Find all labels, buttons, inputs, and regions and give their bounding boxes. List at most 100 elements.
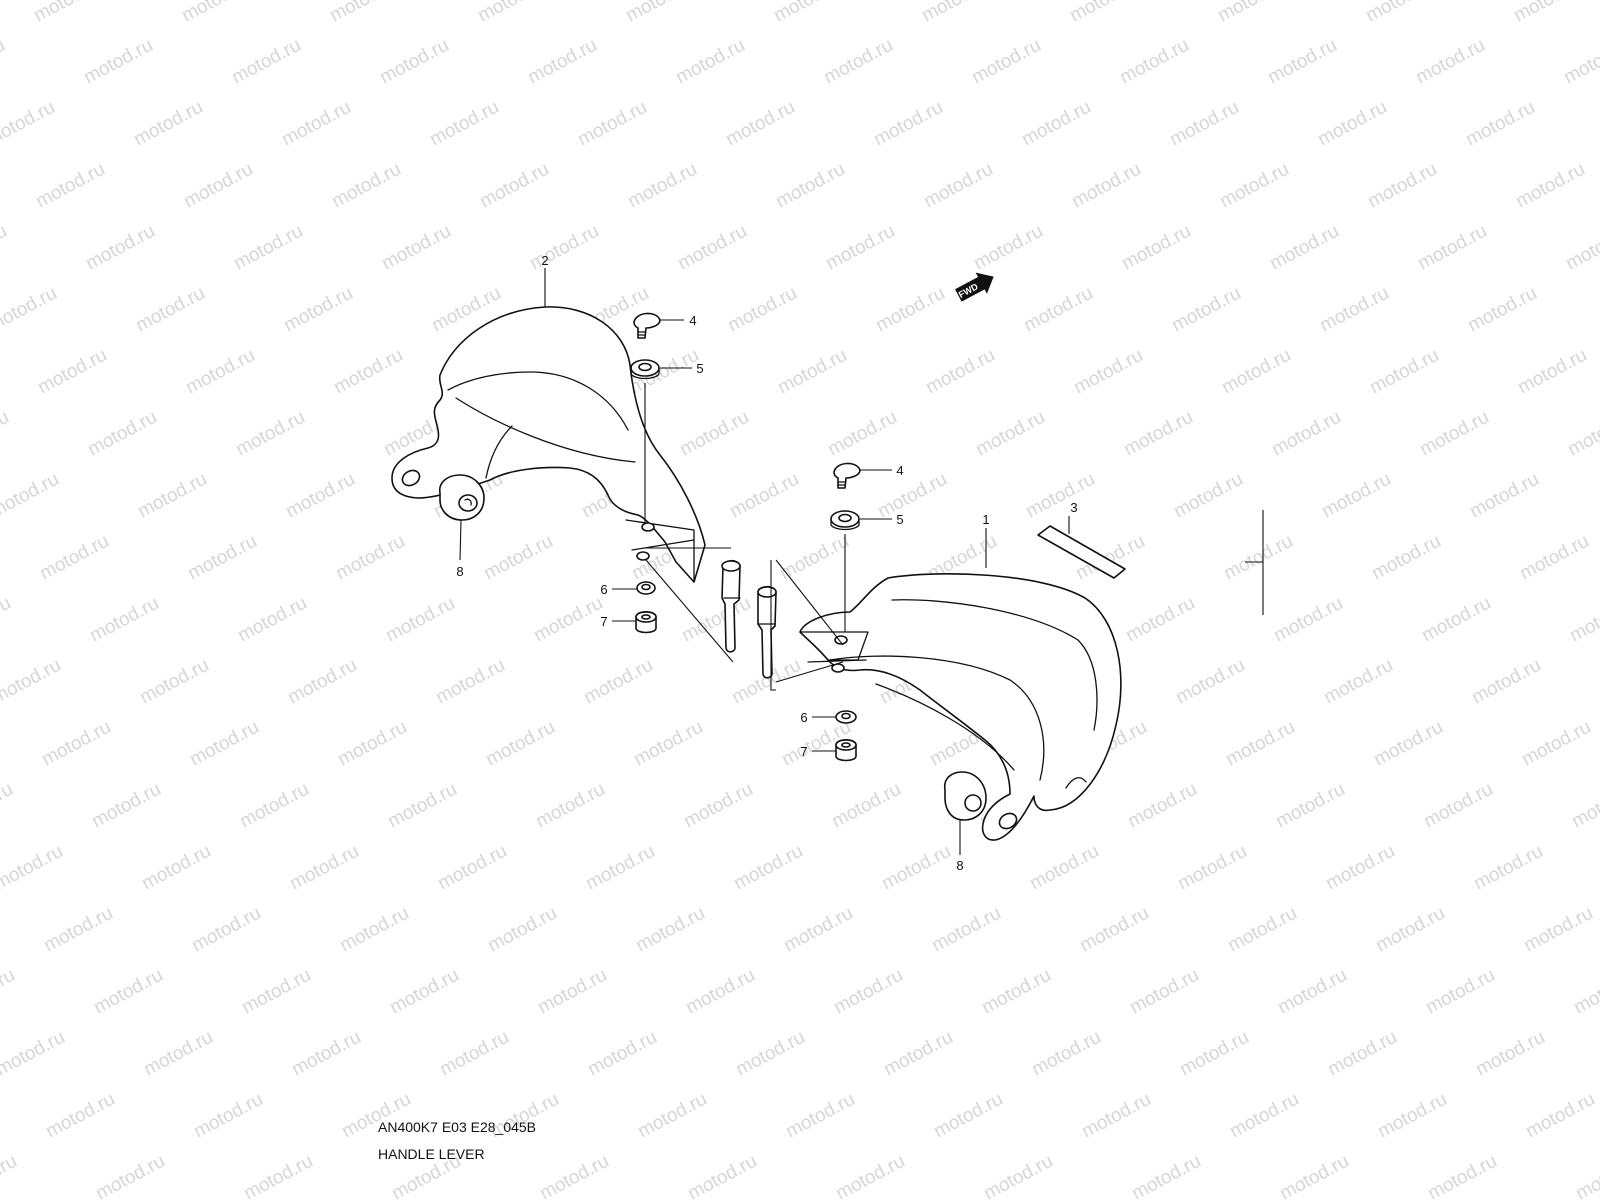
watermark-text: motod.ru: [928, 903, 1004, 957]
watermark-text: motod.ru: [970, 221, 1046, 275]
watermark-text: motod.ru: [0, 779, 17, 833]
watermark-text: motod.ru: [84, 407, 160, 461]
watermark-text: motod.ru: [0, 655, 65, 709]
watermark-text: motod.ru: [1066, 0, 1142, 26]
watermark-text: motod.ru: [132, 283, 208, 337]
watermark-text: motod.ru: [774, 345, 850, 399]
watermark-text: motod.ru: [870, 97, 946, 151]
watermark-text: motod.ru: [930, 1089, 1006, 1143]
watermark-text: motod.ru: [1420, 779, 1496, 833]
watermark-text: motod.ru: [1120, 407, 1196, 461]
watermark-text: motod.ru: [878, 841, 954, 895]
watermark-text: motod.ru: [1516, 531, 1592, 585]
watermark-text: motod.ru: [1124, 779, 1200, 833]
watermark-text: motod.ru: [0, 841, 67, 895]
watermark-text: motod.ru: [828, 779, 904, 833]
watermark-text: motod.ru: [1264, 35, 1340, 89]
watermark-text: motod.ru: [136, 655, 212, 709]
watermark-text: motod.ru: [234, 593, 310, 647]
nut-7-left: [635, 610, 657, 634]
watermark-text: motod.ru: [240, 1151, 316, 1200]
watermark-text: motod.ru: [1518, 717, 1594, 771]
watermark-text: motod.ru: [334, 717, 410, 771]
watermark-text: motod.ru: [782, 1089, 858, 1143]
watermark-text: motod.ru: [770, 0, 846, 26]
washer-lower: [830, 510, 860, 531]
diagram-code: AN400K7 E03 E28_045B: [378, 1119, 537, 1135]
watermark-text: motod.ru: [1018, 97, 1094, 151]
watermark-text: motod.ru: [184, 531, 260, 585]
watermark-text: motod.ru: [384, 779, 460, 833]
watermark-text: motod.ru: [1224, 903, 1300, 957]
watermark-text: motod.ru: [1568, 779, 1600, 833]
watermark-text: motod.ru: [1520, 903, 1596, 957]
watermark-text: motod.ru: [130, 97, 206, 151]
watermark-text: motod.ru: [82, 221, 158, 275]
watermark-text: motod.ru: [684, 1151, 760, 1200]
screw-lower: [833, 462, 861, 489]
watermark-text: motod.ru: [1462, 97, 1538, 151]
watermark-text: motod.ru: [674, 221, 750, 275]
watermark-text: motod.ru: [1374, 1089, 1450, 1143]
hand-guard-right: [799, 573, 1122, 841]
watermark-text: motod.ru: [336, 903, 412, 957]
watermark-text: motod.ru: [820, 35, 896, 89]
watermark-text: motod.ru: [582, 841, 658, 895]
watermark-text: motod.ru: [1076, 903, 1152, 957]
watermark-text: motod.ru: [1166, 97, 1242, 151]
watermark-text: motod.ru: [1220, 531, 1296, 585]
watermark-text: motod.ru: [1418, 593, 1494, 647]
watermark-text: motod.ru: [1564, 407, 1600, 461]
watermark-text: motod.ru: [1324, 1027, 1400, 1081]
watermark-text: motod.ru: [1226, 1089, 1302, 1143]
watermark-text: motod.ru: [1126, 965, 1202, 1019]
watermark-text: motod.ru: [1218, 345, 1294, 399]
watermark-text: motod.ru: [480, 531, 556, 585]
watermark-text: motod.ru: [30, 0, 106, 26]
watermark-text: motod.ru: [0, 407, 13, 461]
watermark-text: motod.ru: [1128, 1151, 1204, 1200]
watermark-text: motod.ru: [238, 965, 314, 1019]
watermark-text: motod.ru: [0, 221, 11, 275]
watermark-text: motod.ru: [1172, 655, 1248, 709]
watermark-text: motod.ru: [632, 903, 708, 957]
watermark-text: motod.ru: [180, 159, 256, 213]
callout-7-left: 7: [600, 614, 607, 629]
watermark-text: motod.ru: [1174, 841, 1250, 895]
watermark-text: motod.ru: [1078, 1089, 1154, 1143]
watermark-text: motod.ru: [1270, 593, 1346, 647]
callout-8-right: 8: [956, 858, 963, 873]
watermark-text: motod.ru: [378, 221, 454, 275]
watermark-text: motod.ru: [1512, 159, 1588, 213]
watermark-text: motod.ru: [574, 97, 650, 151]
watermark-text: motod.ru: [1070, 345, 1146, 399]
watermark-text: motod.ru: [1560, 35, 1600, 89]
watermark-text: motod.ru: [0, 965, 19, 1019]
watermark-text: motod.ru: [1020, 283, 1096, 337]
watermark-text: motod.ru: [532, 779, 608, 833]
watermark-text: motod.ru: [188, 903, 264, 957]
watermark-text: motod.ru: [772, 159, 848, 213]
watermark-text: motod.ru: [1368, 531, 1444, 585]
watermark-text: motod.ru: [1372, 903, 1448, 957]
watermark-text: motod.ru: [386, 965, 462, 1019]
watermark-text: motod.ru: [530, 593, 606, 647]
watermark-text: motod.ru: [1364, 159, 1440, 213]
watermark-text: motod.ru: [0, 469, 63, 523]
watermark-text: motod.ru: [630, 717, 706, 771]
watermark-text: motod.ru: [920, 159, 996, 213]
watermark-text: motod.ru: [1276, 1151, 1352, 1200]
watermark-text: motod.ru: [0, 1027, 69, 1081]
watermark-text: motod.ru: [190, 1089, 266, 1143]
watermark-text: motod.ru: [474, 0, 550, 26]
watermark-text: motod.ru: [476, 159, 552, 213]
watermark-text: motod.ru: [278, 97, 354, 151]
watermark-text: motod.ru: [634, 1089, 710, 1143]
watermark-text: motod.ru: [1170, 469, 1246, 523]
callout-5-lower: 5: [896, 512, 903, 527]
watermark-text: motod.ru: [1320, 655, 1396, 709]
watermark-text: motod.ru: [524, 35, 600, 89]
watermark-text: motod.ru: [1322, 841, 1398, 895]
watermark-text: motod.ru: [526, 221, 602, 275]
watermark-text: motod.ru: [1222, 717, 1298, 771]
